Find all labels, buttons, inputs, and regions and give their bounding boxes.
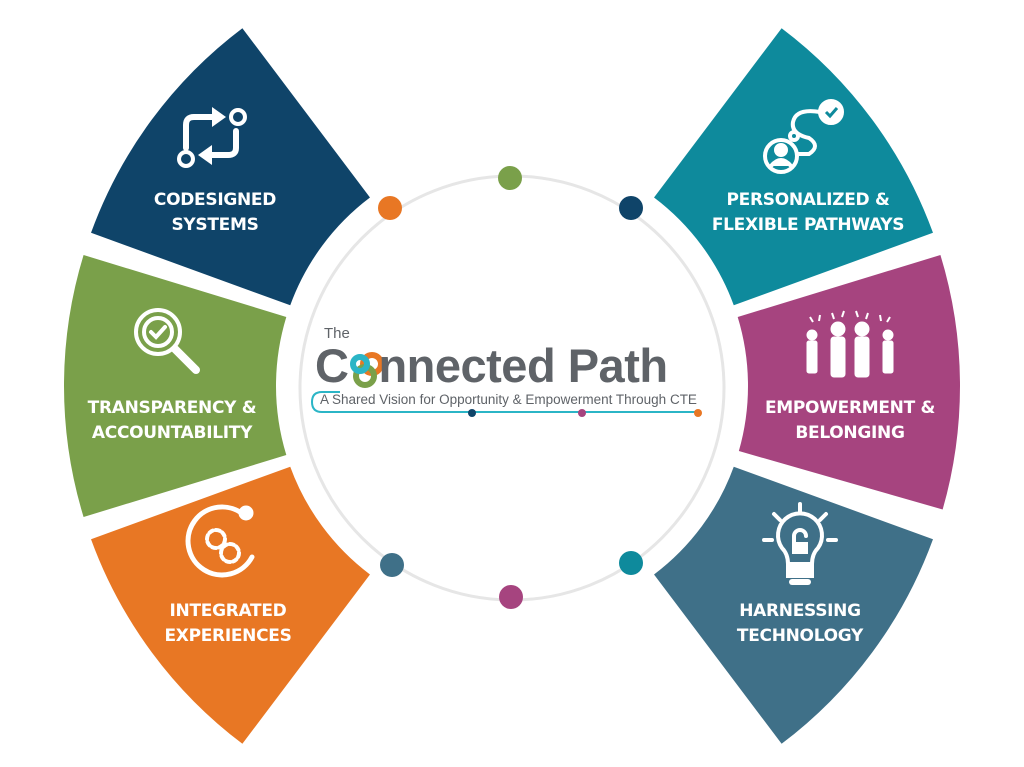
segment-empowerment [737, 255, 961, 510]
ring-dot [498, 166, 522, 190]
logo-tagline: A Shared Vision for Opportunity & Empowe… [320, 392, 697, 407]
ring-dot [619, 551, 643, 575]
label-line: ACCOUNTABILITY [91, 423, 253, 443]
label-personalized: PERSONALIZED & FLEXIBLE PATHWAYS [688, 188, 928, 238]
label-line: PERSONALIZED & [726, 190, 890, 210]
label-transparency: TRANSPARENCY & ACCOUNTABILITY [52, 396, 292, 446]
gear-cycle-icon [177, 107, 247, 168]
label-line: INTEGRATED [169, 601, 287, 621]
label-empowerment: EMPOWERMENT & BELONGING [730, 396, 970, 446]
segment-transparency [63, 255, 287, 517]
label-harnessing: HARNESSING TECHNOLOGY [680, 599, 920, 649]
segment-codesigned [91, 28, 370, 306]
label-line: HARNESSING [739, 601, 861, 621]
logo-the: The [324, 325, 350, 342]
label-line: TRANSPARENCY & [87, 398, 257, 418]
ring-dot [378, 196, 402, 220]
ring-dot [499, 585, 523, 609]
label-line: SYSTEMS [171, 215, 259, 235]
logo-path-line [310, 352, 702, 417]
label-line: CODESIGNED [153, 190, 277, 210]
label-line: FLEXIBLE PATHWAYS [711, 215, 905, 235]
logo-title-c: C [315, 339, 349, 392]
magnifier-check-icon [134, 308, 200, 374]
person-path-icon [763, 99, 844, 174]
label-line: EXPERIENCES [164, 626, 292, 646]
label-line: TECHNOLOGY [736, 626, 864, 646]
logo-title-rest: nnected Path [378, 339, 668, 392]
ring-dot [619, 196, 643, 220]
segment-integrated [91, 466, 370, 744]
logo-knot-icon [350, 352, 384, 388]
label-line: EMPOWERMENT & [764, 398, 936, 418]
label-line: BELONGING [795, 423, 905, 443]
gears-loop-icon [185, 504, 255, 578]
cheering-people-icon [806, 310, 894, 378]
label-integrated: INTEGRATED EXPERIENCES [108, 599, 348, 649]
lightbulb-icon [762, 502, 838, 585]
segment-harnessing [654, 466, 933, 744]
ring-dot [380, 553, 404, 577]
label-codesigned: CODESIGNED SYSTEMS [95, 188, 335, 238]
